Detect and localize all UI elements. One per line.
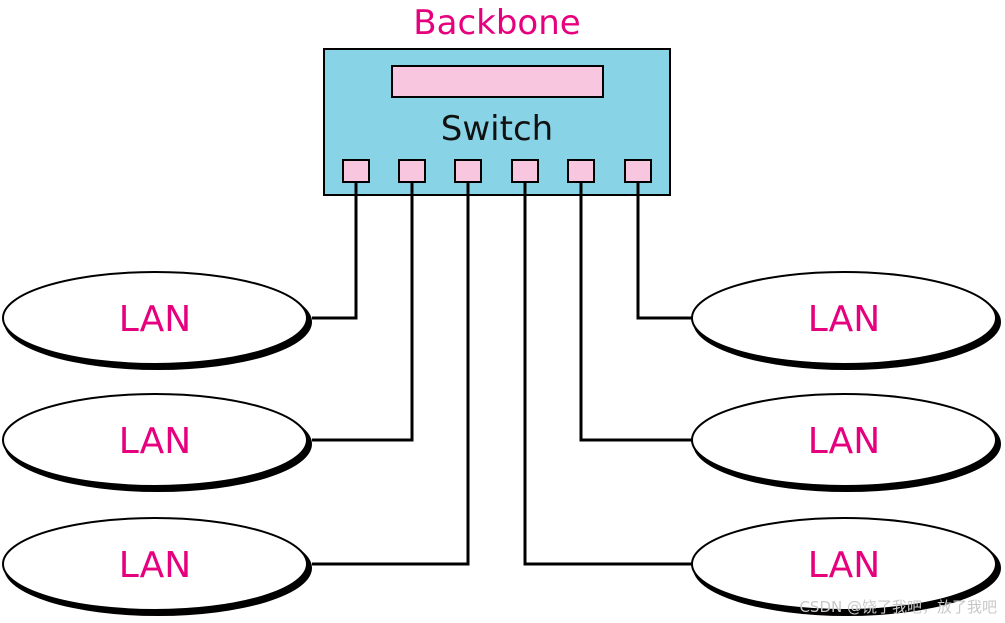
lan-label: LAN: [808, 545, 880, 586]
lan-ellipse: [691, 271, 997, 365]
switch-port-5: [567, 159, 595, 183]
lan-right-2: LAN: [691, 393, 1001, 492]
switch-port-2: [398, 159, 426, 183]
lan-label: LAN: [119, 421, 191, 462]
switch-port-6: [624, 159, 652, 183]
cables: [312, 182, 692, 566]
lan-left-1: LAN: [2, 271, 312, 370]
lan-right-1: LAN: [691, 271, 1001, 370]
cable-port-5: [579, 182, 692, 442]
lan-left-2: LAN: [2, 393, 312, 492]
lan-ellipse: [691, 393, 997, 487]
lans: LAN LAN LAN LAN LAN LAN: [2, 271, 1001, 616]
cable-port-6: [636, 182, 692, 320]
lan-left-3: LAN: [2, 517, 312, 616]
lan-right-3: LAN: [691, 517, 1001, 616]
lan-ellipse: [2, 271, 308, 365]
lan-label: LAN: [808, 421, 880, 462]
switch-ports: [342, 159, 652, 183]
switch-label: Switch: [441, 109, 553, 149]
cable-port-2: [312, 182, 414, 442]
cable-port-1: [312, 182, 358, 320]
lan-label: LAN: [119, 545, 191, 586]
switch-port-3: [454, 159, 482, 183]
switch-display: [391, 65, 604, 98]
switch-port-4: [511, 159, 539, 183]
diagram-title: Backbone: [413, 3, 580, 43]
cable-port-4: [523, 182, 692, 566]
switch: Switch: [323, 48, 671, 196]
lan-label: LAN: [119, 299, 191, 340]
switch-port-1: [342, 159, 370, 183]
watermark: CSDN @饶了我吧，放了我吧: [799, 598, 997, 616]
lan-ellipse: [2, 517, 308, 611]
lan-ellipse: [2, 393, 308, 487]
lan-label: LAN: [808, 299, 880, 340]
cable-port-3: [312, 182, 470, 566]
lan-ellipse: [691, 517, 997, 611]
